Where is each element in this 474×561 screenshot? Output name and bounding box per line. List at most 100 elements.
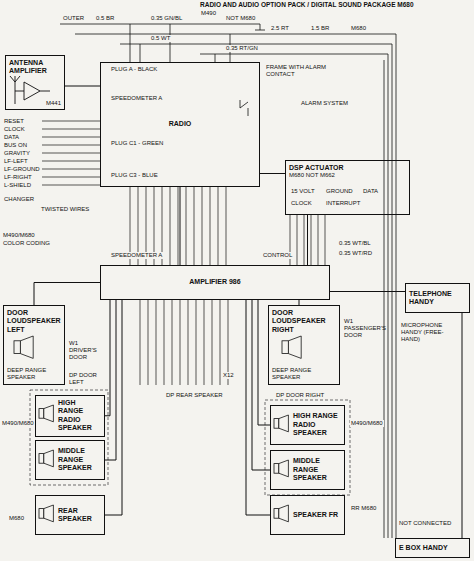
- wire: [186, 187, 187, 265]
- wire: [60, 24, 396, 54]
- speaker-symbol: [14, 341, 20, 354]
- wire: [140, 300, 141, 385]
- wire: [188, 300, 189, 385]
- component-box: HIGH RANGE RADIO SPEAKER: [270, 405, 345, 445]
- wire-label: CHANGER: [3, 196, 35, 203]
- wire-label: 0.5 BR: [95, 15, 115, 22]
- wire-label: TWISTED WIRES: [40, 206, 90, 213]
- wire-label: M490/M680: [350, 420, 384, 427]
- wire-connector: [65, 86, 100, 87]
- wire-label: DP DOOR LEFT: [68, 372, 108, 386]
- diagram-title: RADIO AND AUDIO OPTION PACK / DIGITAL SO…: [200, 1, 414, 8]
- speaker-symbol: [288, 336, 301, 358]
- alarm-switch-symbol: [240, 100, 248, 116]
- wire-label: 1.5 BR: [310, 25, 330, 32]
- wire: [218, 187, 219, 265]
- wire: [148, 300, 149, 385]
- wire-label: NOT M680: [225, 15, 256, 22]
- node-title: DOOR LOUDSPEAKER LEFT: [7, 309, 61, 334]
- wire: [42, 153, 100, 154]
- wire-label: MICROPHONE HANDY (FREE-HAND): [400, 322, 457, 343]
- wire: [204, 300, 205, 385]
- wire-label: ALARM SYSTEM: [300, 100, 349, 107]
- node-title: HIGH RANGE RADIO SPEAKER: [58, 399, 101, 433]
- wire-label: X12: [222, 372, 235, 379]
- wire-label: LF-GROUND: [3, 166, 41, 173]
- radio-box: RADIO: [100, 62, 260, 187]
- wire-label: NOT CONNECTED: [398, 520, 452, 527]
- wire-label: RESET: [3, 118, 25, 125]
- wire: [42, 177, 100, 178]
- speaker-symbol: [274, 419, 279, 429]
- wire: [42, 161, 100, 162]
- node-title: DSP ACTUATOR: [289, 164, 344, 172]
- node-title: RADIO: [169, 120, 192, 128]
- wire: [202, 187, 203, 265]
- wire: [42, 129, 100, 130]
- speaker-symbol: [279, 505, 289, 522]
- wire-label: 2.5 RT: [270, 25, 290, 32]
- component-box: E BOX HANDY: [395, 538, 470, 558]
- node-title: TELEPHONE HANDY: [409, 290, 466, 307]
- antenna-symbol: [15, 91, 50, 92]
- wire-label: W1 PASSENGER'S DOOR: [343, 318, 381, 339]
- component-box: DOOR LOUDSPEAKER RIGHTDEEP RANGE SPEAKER: [268, 305, 340, 385]
- node-title: DOOR LOUDSPEAKER RIGHT: [272, 309, 336, 334]
- wire: [194, 187, 195, 265]
- wire-label: DATA: [362, 188, 379, 195]
- wire-label: M490/M680: [2, 232, 36, 239]
- wire-label: M490: [200, 10, 217, 17]
- speaker-symbol: [44, 505, 54, 522]
- wire: [170, 187, 171, 265]
- component-box: TELEPHONE HANDY: [405, 283, 470, 313]
- wire-connector: [307, 215, 308, 265]
- component-box: SPEAKER FR: [270, 495, 345, 535]
- component-box: HIGH RANGE RADIO SPEAKER: [35, 395, 105, 437]
- wire-label: RR M680: [350, 505, 377, 512]
- wire: [172, 300, 173, 385]
- wire-label: GROUND: [325, 188, 354, 195]
- speaker-symbol: [274, 464, 279, 474]
- wire-label: DATA: [3, 134, 20, 141]
- node-title: MIDDLE RANGE SPEAKER: [293, 457, 341, 482]
- wire-label: INTERRUPT: [325, 200, 361, 207]
- wire: [42, 121, 100, 122]
- dashed-region: [265, 400, 350, 495]
- wire-label: COLOR CODING: [2, 240, 51, 247]
- wire: [212, 300, 213, 385]
- alarm-switch-symbol: [240, 100, 248, 116]
- wire-label: DP DOOR RIGHT: [275, 392, 325, 399]
- wire-connector: [246, 300, 270, 515]
- wire-label: M441: [45, 100, 62, 107]
- node-subtext: M680 NOT M662: [289, 172, 335, 179]
- wire: [384, 34, 396, 538]
- wire-connector: [462, 313, 463, 538]
- wire-label: SPEEDOMETER A: [110, 95, 163, 102]
- wire: [42, 121, 325, 385]
- antenna-symbol: [24, 82, 40, 100]
- wire-label: CONTROL: [262, 252, 293, 259]
- wire: [255, 24, 265, 30]
- node-title: MIDDLE RANGE SPEAKER: [58, 447, 101, 472]
- wire-label: M680: [8, 515, 25, 522]
- speaker-symbol: [39, 409, 44, 419]
- wire: [304, 215, 305, 265]
- wire-connector: [260, 173, 285, 174]
- wire-connector: [330, 291, 405, 292]
- speaker-symbol: [44, 450, 54, 467]
- wire: [325, 215, 326, 265]
- wire-label: DP REAR SPEAKER: [165, 392, 224, 399]
- wire: [196, 300, 197, 385]
- wire: [164, 300, 165, 385]
- component-box: MIDDLE RANGE SPEAKER: [35, 440, 105, 480]
- wire-label: LF-LEFT: [3, 158, 29, 165]
- speaker-symbol: [39, 454, 44, 464]
- wire: [42, 169, 100, 170]
- speaker-symbol: [279, 460, 289, 477]
- wire-label: W1 DRIVER'S DOOR: [68, 340, 108, 361]
- wire: [178, 187, 179, 265]
- wire-connector: [34, 283, 100, 306]
- wire-connector: [180, 187, 181, 265]
- speaker-symbol: [274, 509, 279, 519]
- component-box: REAR SPEAKER: [35, 495, 105, 535]
